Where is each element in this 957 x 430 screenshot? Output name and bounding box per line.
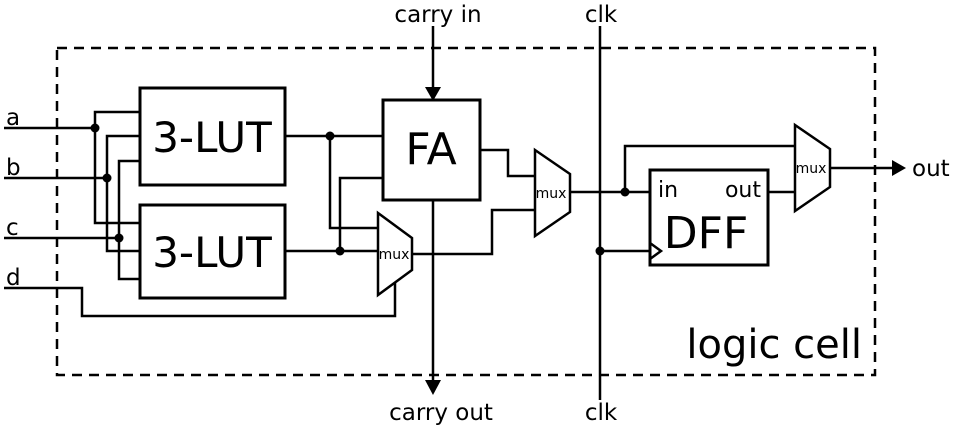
input-c-label: c: [6, 215, 19, 241]
wire-input-b: [4, 134, 140, 253]
junction-dots: [90, 123, 630, 256]
dff-box: [648, 168, 770, 267]
junction-dot: [90, 123, 100, 133]
wire-lut-bottom-out: [285, 176, 383, 253]
out-arrowhead: [892, 160, 906, 176]
dff-out-label: out: [725, 178, 761, 203]
clk-bottom-label: clk: [585, 400, 618, 426]
junction-dot: [620, 187, 630, 197]
wire-mux-fa-out: [570, 144, 795, 194]
clk-top-label: clk: [585, 2, 618, 28]
carry-out-arrowhead: [425, 380, 441, 395]
wires: [4, 26, 892, 400]
junction-dot: [595, 246, 605, 256]
wire-input-d: [4, 283, 397, 318]
dff-in-label: in: [658, 178, 678, 203]
wire-mux-lut-out: [412, 208, 535, 256]
wire-fa-out: [480, 148, 535, 178]
junction-dot: [335, 246, 345, 256]
logic-cell-title: logic cell: [686, 322, 862, 368]
lut-bottom-box: [138, 203, 287, 300]
out-label: out: [912, 156, 950, 182]
wire-clk: [598, 26, 650, 400]
input-a-label: a: [6, 105, 20, 131]
lut-top-label: 3-LUT: [152, 113, 272, 162]
carry-in-arrowhead: [425, 87, 441, 101]
fa-label: FA: [405, 124, 456, 175]
wire-input-c: [4, 159, 140, 281]
lut-top-box: [138, 86, 287, 187]
mux-fa-shape: [533, 147, 572, 239]
dff-label: DFF: [664, 208, 749, 259]
dff-clock-edge-icon: [649, 241, 664, 261]
mux-out-shape: [793, 122, 832, 214]
fa-box: [381, 98, 482, 202]
input-d-label: d: [6, 265, 21, 291]
wire-input-a: [4, 110, 140, 225]
mux-fa-label: mux: [536, 186, 567, 202]
junction-dot: [114, 233, 124, 243]
carry-out-label: carry out: [389, 400, 493, 426]
carry-in-label: carry in: [394, 2, 481, 28]
wire-lut-top-out: [285, 134, 383, 230]
mux-lut-label: mux: [379, 247, 410, 263]
junction-dot: [325, 131, 335, 141]
mux-out-label: mux: [796, 161, 827, 177]
junction-dot: [102, 173, 112, 183]
lut-bottom-label: 3-LUT: [152, 228, 272, 277]
mux-lut-shape: [376, 210, 414, 298]
input-b-label: b: [6, 155, 21, 181]
logic-cell-boundary: [55, 46, 877, 377]
